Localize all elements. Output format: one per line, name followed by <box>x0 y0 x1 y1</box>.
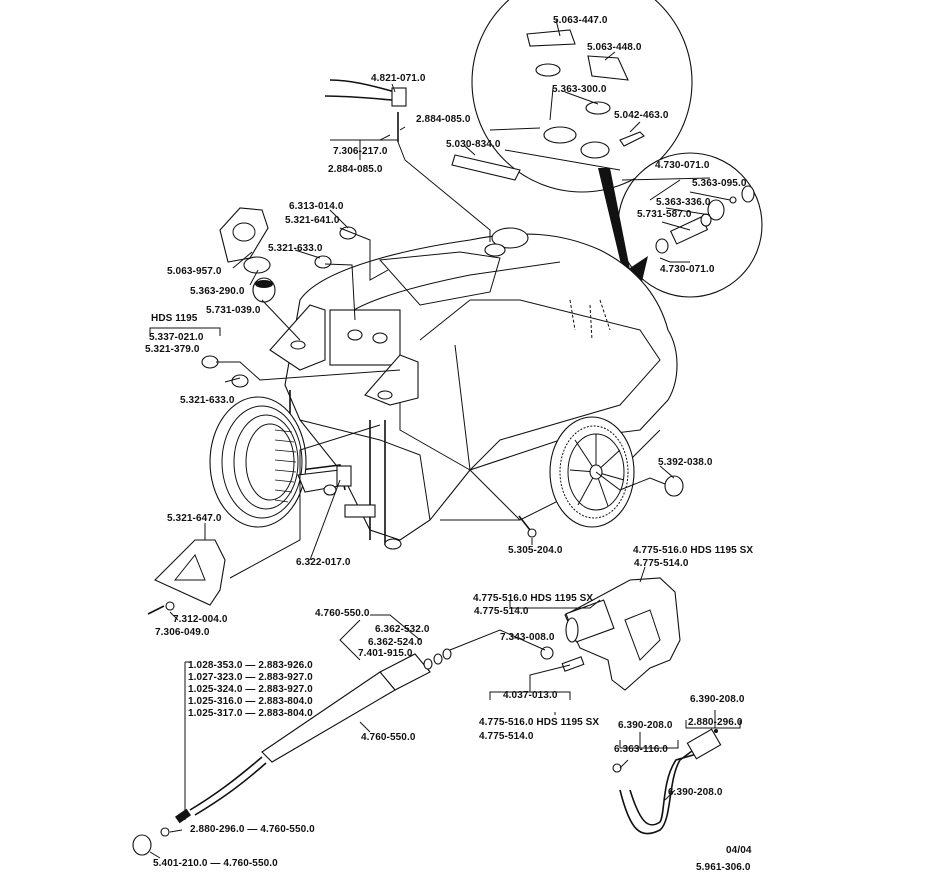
part-label: 2.880-296.0 — 4.760-550.0 <box>190 824 315 835</box>
part-label: 5.363-300.0 <box>552 84 607 95</box>
nozzle-part-number: 2.883-804.0 <box>258 696 313 707</box>
part-label: 5.731-587.0 <box>637 209 692 220</box>
part-label: 5.321-379.0 <box>145 344 200 355</box>
part-label: 5.305-204.0 <box>508 545 563 556</box>
nozzle-table: 1.028-353.0 — 2.883-926.0 1.027-323.0 — … <box>188 660 313 720</box>
nozzle-number: 1.025-324.0 <box>188 684 243 695</box>
part-number: 4.775-516.0 <box>633 545 688 556</box>
part-label: 4.775-516.0 HDS 1195 SX <box>633 545 753 556</box>
part-label: 4.775-516.0 HDS 1195 SX <box>473 593 593 604</box>
part-label: 5.063-448.0 <box>587 42 642 53</box>
nozzle-part-number: 2.883-804.0 <box>258 708 313 719</box>
misc-parts <box>147 29 755 615</box>
part-label: 7.306-217.0 <box>333 146 388 157</box>
part-label: 5.401-210.0 — 4.760-550.0 <box>153 858 278 869</box>
part-label: 5.063-957.0 <box>167 266 222 277</box>
part-label: 2.884-085.0 <box>328 164 383 175</box>
model-note: HDS 1195 SX <box>536 717 600 728</box>
nozzle-part-number: 2.883-927.0 <box>258 684 313 695</box>
part-label: 5.363-095.0 <box>692 178 747 189</box>
part-label: 7.306-049.0 <box>155 627 210 638</box>
diagram-date: 04/04 <box>726 845 752 856</box>
part-number: 4.775-516.0 <box>473 593 528 604</box>
part-number: 5.401-210.0 <box>153 858 208 869</box>
part-label: 6.390-208.0 <box>668 787 723 798</box>
leader-lines <box>149 19 741 859</box>
part-number: 2.880-296.0 <box>190 824 245 835</box>
part-label: 5.392-038.0 <box>658 457 713 468</box>
part-label: 7.312-004.0 <box>173 614 228 625</box>
part-label: 5.321-633.0 <box>180 395 235 406</box>
model-note: HDS 1195 <box>151 313 198 324</box>
machine-body <box>269 227 678 550</box>
part-label: 6.362-524.0 <box>368 637 423 648</box>
part-label: 4.760-550.0 <box>361 732 416 743</box>
part-label: 4.037-013.0 <box>503 690 558 701</box>
detail-circle-top <box>471 0 693 193</box>
part-label: 5.321-647.0 <box>167 513 222 524</box>
part-number: 4.760-550.0 <box>260 824 315 835</box>
part-label: 6.322-017.0 <box>296 557 351 568</box>
nozzle-number: 1.025-317.0 <box>188 708 243 719</box>
part-label: 4.730-071.0 <box>655 160 710 171</box>
part-label: 5.321-641.0 <box>285 215 340 226</box>
part-label: 2.880-296.0 <box>688 717 743 728</box>
part-label: 5.363-290.0 <box>190 286 245 297</box>
part-label: 5.063-447.0 <box>553 15 608 26</box>
part-label: 5.030-834.0 <box>446 139 501 150</box>
part-label: 6.363-116.0 <box>614 744 668 755</box>
part-label: 5.731-039.0 <box>206 305 261 316</box>
part-label: 6.390-208.0 <box>690 694 745 705</box>
nozzle-row: 1.025-317.0 — 2.883-804.0 <box>188 708 313 719</box>
part-label: 6.362-532.0 <box>375 624 430 635</box>
nozzle-part-number: 2.883-927.0 <box>258 672 313 683</box>
part-label: 5.321-633.0 <box>268 243 323 254</box>
part-label: 4.775-514.0 <box>479 731 534 742</box>
part-number: 4.775-516.0 <box>479 717 534 728</box>
wheel-cap <box>664 475 684 497</box>
nozzle-number: 1.027-323.0 <box>188 672 243 683</box>
part-label: 5.363-336.0 <box>656 197 711 208</box>
trigger-gun <box>540 577 681 691</box>
nozzle-number: 1.025-316.0 <box>188 696 243 707</box>
part-label: 5.042-463.0 <box>614 110 669 121</box>
nozzle-row: 1.025-316.0 — 2.883-804.0 <box>188 696 313 707</box>
part-label: 4.760-550.0 <box>315 608 370 619</box>
part-number: 4.760-550.0 <box>223 858 278 869</box>
part-label: 2.884-085.0 <box>416 114 471 125</box>
nozzle-part-number: 2.883-926.0 <box>258 660 313 671</box>
nozzle-row: 1.028-353.0 — 2.883-926.0 <box>188 660 313 671</box>
part-label: 4.775-516.0 HDS 1195 SX <box>479 717 599 728</box>
diagram-code: 5.961-306.0 <box>696 862 751 873</box>
part-label: 6.313-014.0 <box>289 201 344 212</box>
part-label: 4.821-071.0 <box>371 73 426 84</box>
wheel <box>549 416 635 528</box>
part-label: 4.775-514.0 <box>474 606 529 617</box>
model-note: HDS 1195 SX <box>530 593 594 604</box>
part-label: 4.730-071.0 <box>660 264 715 275</box>
nozzle-number: 1.028-353.0 <box>188 660 243 671</box>
nozzle-row: 1.027-323.0 — 2.883-927.0 <box>188 672 313 683</box>
part-label: 7.343-008.0 <box>500 632 555 643</box>
model-note: HDS 1195 SX <box>690 545 754 556</box>
part-label: 5.337-021.0 <box>149 332 204 343</box>
nozzle-row: 1.025-324.0 — 2.883-927.0 <box>188 684 313 695</box>
part-label: 7.401-915.0 <box>358 648 413 659</box>
hose-reel <box>209 396 352 528</box>
part-label: 6.390-208.0 <box>618 720 673 731</box>
spray-lance <box>132 648 452 856</box>
part-label: 4.775-514.0 <box>634 558 689 569</box>
hose-bend <box>612 728 722 835</box>
